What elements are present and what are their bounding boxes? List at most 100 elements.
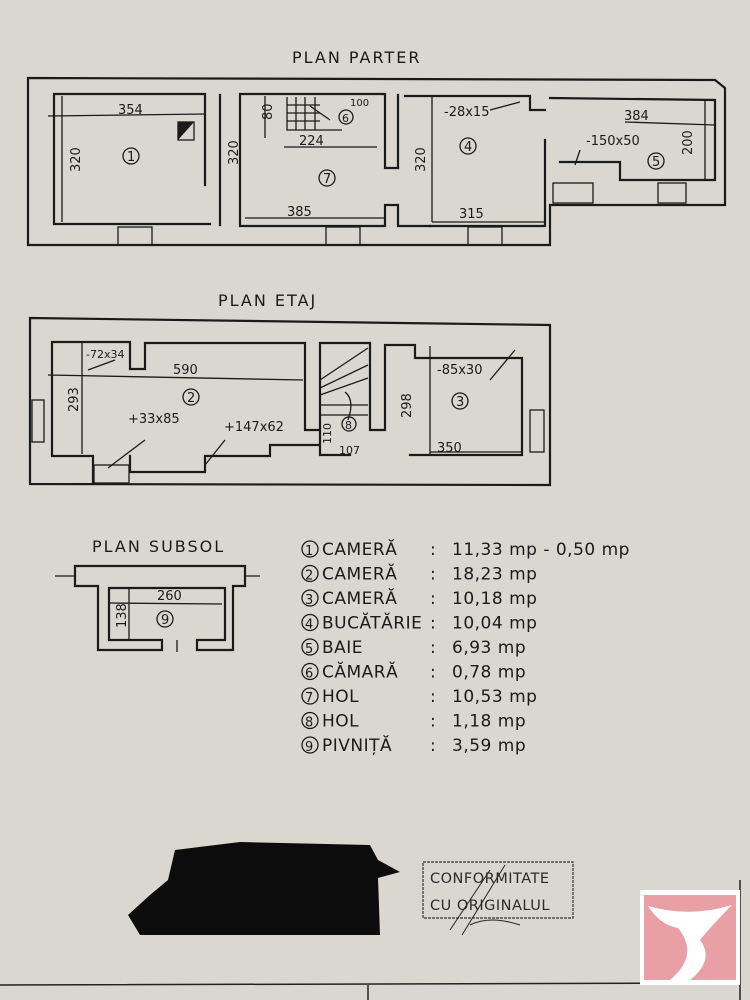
svg-text:5: 5 [652, 155, 660, 170]
legend-separator: : [430, 638, 436, 658]
legend-separator: : [430, 565, 436, 585]
window-icon [31, 399, 45, 443]
legend-room-name: HOL [322, 712, 359, 732]
legend-separator: : [430, 589, 436, 609]
legend-area: 1,18 mp [452, 712, 526, 732]
legend-room-name: BUCĂTĂRIE [322, 612, 422, 634]
legend-number: 4 [305, 618, 313, 633]
dim-label: 320 [414, 147, 429, 172]
legend-area: 11,33 mp - 0,50 mp [452, 540, 630, 560]
plan-subsol: PLAN SUBSOL 260 138 9 [55, 537, 260, 652]
svg-text:2: 2 [187, 391, 195, 406]
legend-separator: : [430, 712, 436, 732]
legend-separator: : [430, 540, 436, 560]
dim-label: -72x34 [86, 348, 124, 361]
legend-separator: : [430, 687, 436, 707]
room-number-2: 2 [182, 388, 200, 406]
dim-label: 590 [173, 363, 198, 378]
dim-label: 384 [624, 109, 649, 124]
room-number-3: 3 [451, 392, 469, 410]
room-5-walls [548, 96, 717, 182]
svg-text:8: 8 [345, 419, 352, 432]
plan-subsol-title: PLAN SUBSOL [92, 537, 225, 556]
window-icon [117, 226, 153, 246]
dim-label: 350 [437, 441, 462, 456]
room-number-5: 5 [647, 152, 665, 170]
legend-room-name: CĂMARĂ [322, 661, 398, 683]
dim-label: 138 [115, 603, 130, 628]
legend-area: 18,23 mp [452, 565, 537, 585]
dim-label: 320 [69, 147, 84, 172]
window-icon [467, 226, 503, 246]
room-8-walls [318, 341, 524, 457]
dim-label: 293 [67, 387, 82, 412]
room-2-walls [50, 340, 320, 485]
legend-number: 3 [305, 593, 313, 608]
legend-room-name: BAIE [322, 638, 363, 658]
legend-number: 6 [305, 667, 313, 682]
legend-number: 9 [305, 740, 313, 755]
subsol-walls [73, 564, 247, 652]
legend-number-circle [301, 638, 319, 656]
stamp-line-1: CONFORMITATE [430, 871, 550, 887]
dim-label: 315 [459, 207, 484, 222]
plan-etaj-title: PLAN ETAJ [218, 291, 317, 310]
redaction-blot [128, 842, 400, 935]
svg-text:7: 7 [323, 172, 331, 187]
window-icon [325, 226, 361, 246]
dimension-lines-etaj [47, 341, 522, 469]
dim-label: -85x30 [437, 363, 482, 378]
svg-text:3: 3 [456, 395, 464, 410]
room-number-9: 9 [156, 610, 174, 628]
legend-number: 1 [305, 544, 313, 559]
room-number-6: 6 [338, 109, 354, 125]
svg-text:9: 9 [161, 613, 169, 628]
room-number-8: 8 [341, 416, 357, 432]
stair-parter [286, 97, 342, 131]
room-number-4: 4 [459, 137, 477, 155]
parter-outer-wall [26, 76, 727, 247]
plan-parter: PLAN PARTER 354 320 320 80 100 224 385 3… [26, 48, 727, 247]
legend-room-name: PIVNIȚĂ [322, 734, 392, 756]
legend-number: 7 [305, 691, 313, 706]
dim-label: 200 [681, 130, 696, 155]
legend-row: 1 CAMERĂ:11,33 mp - 0,50 mp [301, 538, 630, 560]
legend-number: 2 [305, 569, 313, 584]
dimension-lines-subsol [55, 575, 260, 652]
plan-parter-title: PLAN PARTER [292, 48, 421, 67]
legend-row: 4 BUCĂTĂRIE:10,04 mp [301, 612, 537, 634]
legend-number-circle [301, 540, 319, 558]
dim-label: 80 [261, 103, 276, 120]
legend-number: 5 [305, 642, 313, 657]
legend-room-name: CAMERĂ [322, 587, 397, 609]
dim-label: -28x15 [444, 105, 489, 120]
legend-room-name: CAMERĂ [322, 563, 397, 585]
legend-row: 8 HOL:1,18 mp [301, 712, 526, 732]
window-icon [529, 409, 545, 453]
room-4-walls [396, 93, 547, 228]
legend-area: 3,59 mp [452, 736, 526, 756]
legend-area: 10,04 mp [452, 614, 537, 634]
legend-room-name: HOL [322, 687, 359, 707]
dim-label: 385 [287, 205, 312, 220]
dim-label: +147x62 [224, 420, 284, 435]
dim-label: 320 [227, 140, 242, 165]
legend-room-name: CAMERĂ [322, 538, 397, 560]
dim-label: 224 [299, 134, 324, 149]
window-icon [93, 464, 130, 484]
legend-number-circle [301, 564, 319, 583]
legend-number-circle [301, 736, 319, 754]
legend-number: 8 [305, 716, 313, 731]
legend-number-circle [301, 589, 319, 607]
dim-label: 354 [118, 103, 143, 118]
stamp-line-2: CU ORIGINALUL [430, 898, 550, 914]
svg-text:4: 4 [464, 140, 472, 155]
etaj-outer-wall [28, 316, 552, 487]
legend-separator: : [430, 614, 436, 634]
room-number-7: 7 [318, 169, 336, 187]
